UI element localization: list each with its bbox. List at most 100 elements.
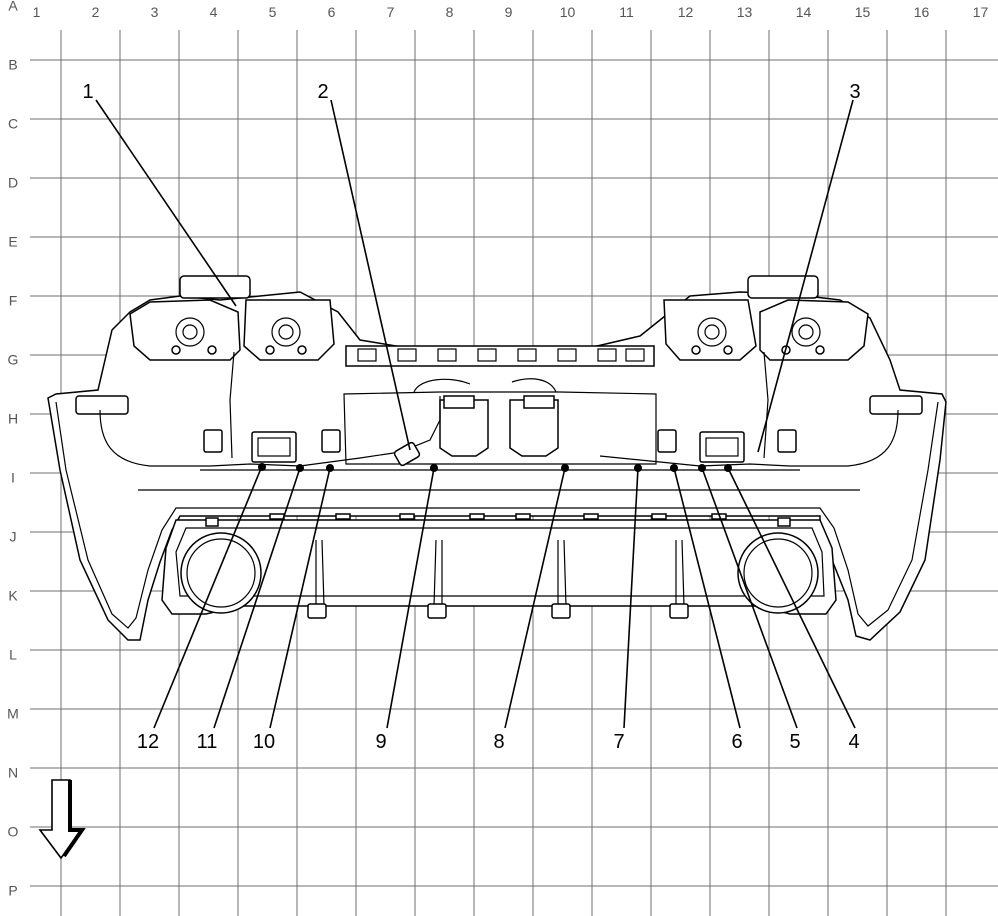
column-header-12: 12	[678, 4, 694, 20]
row-header-K: K	[8, 588, 18, 604]
leader-4	[727, 467, 856, 729]
leader-5	[701, 467, 798, 729]
right-lamp-housing-inner	[663, 299, 757, 361]
column-header-14: 14	[796, 4, 812, 20]
right-bracket-small	[657, 429, 677, 453]
row-header-P: P	[8, 883, 17, 899]
right-bracket-small-2	[777, 429, 797, 453]
row-header-I: I	[11, 470, 15, 486]
left-lamp-housing-inner	[243, 299, 335, 361]
fastener-dot	[634, 464, 642, 472]
lower-diffuser	[161, 519, 837, 615]
column-header-7: 7	[387, 4, 395, 20]
callout-label-8: 8	[493, 731, 504, 753]
leader-9	[386, 467, 435, 729]
diffuser-fin	[433, 539, 443, 607]
diffuser-inner	[175, 527, 825, 597]
left-lamp-socket-2	[271, 317, 301, 347]
leader-1	[95, 99, 237, 307]
center-bracket-left	[439, 399, 489, 457]
column-header-17: 17	[973, 4, 989, 20]
row-header-G: G	[8, 352, 19, 368]
row-header-A: A	[8, 0, 18, 14]
column-header-16: 16	[914, 4, 930, 20]
harness-lead-right	[763, 351, 769, 459]
fastener-dot	[258, 463, 266, 471]
left-lamp-top-bracket	[179, 275, 251, 299]
callout-label-9: 9	[375, 731, 386, 753]
harness-main-right	[599, 409, 899, 467]
leader-12	[153, 465, 263, 729]
row-header-D: D	[8, 175, 18, 191]
leader-8	[504, 467, 566, 729]
left-side-bracket	[75, 395, 129, 415]
fascia-inner-line	[55, 401, 939, 629]
right-lamp-socket-2-inner	[798, 324, 814, 340]
row-header-H: H	[8, 411, 18, 427]
retainer-clips	[357, 348, 645, 362]
row-header-M: M	[7, 706, 19, 722]
leader-2	[330, 99, 411, 451]
right-lamp-socket-2	[791, 317, 821, 347]
column-header-5: 5	[269, 4, 277, 20]
column-header-2: 2	[92, 4, 100, 20]
top-retainer-strip	[345, 345, 655, 367]
row-header-J: J	[10, 529, 17, 545]
callout-label-6: 6	[731, 731, 742, 753]
column-header-8: 8	[446, 4, 454, 20]
mount-tab	[427, 603, 447, 619]
right-module-detail	[705, 437, 739, 457]
diffuser-fin	[557, 539, 567, 607]
leader-11	[213, 467, 301, 729]
left-exhaust-inner	[186, 538, 256, 608]
row-header-C: C	[8, 116, 18, 132]
fascia-outline	[47, 291, 947, 641]
column-header-1: 1	[33, 4, 41, 20]
callout-label-11: 11	[197, 731, 218, 753]
right-lamp-socket-inner	[704, 324, 720, 340]
leader-7	[623, 467, 639, 729]
column-header-15: 15	[855, 4, 871, 20]
row-header-L: L	[9, 647, 17, 663]
lamp-fasteners	[171, 345, 825, 355]
callout-label-7: 7	[613, 731, 624, 753]
callout-label-10: 10	[253, 731, 275, 753]
left-module	[251, 431, 297, 463]
rear-bumper-fascia	[47, 275, 947, 641]
harness-main	[99, 396, 441, 467]
leader-10	[269, 467, 331, 729]
leader-6	[673, 467, 741, 729]
column-header-11: 11	[619, 4, 634, 20]
right-exhaust-opening	[737, 532, 819, 614]
fastener-dot	[670, 464, 678, 472]
column-header-3: 3	[151, 4, 159, 20]
column-header-6: 6	[328, 4, 336, 20]
callout-label-2: 2	[317, 81, 328, 103]
center-bracket-top-left	[443, 395, 475, 409]
column-header-13: 13	[737, 4, 753, 20]
left-module-detail	[257, 437, 291, 457]
callout-labels: 1 2 3 12 11 10 9 8 7 6 5 4	[82, 81, 860, 753]
column-header-9: 9	[505, 4, 513, 20]
fastener-dot	[561, 464, 569, 472]
mount-tab	[551, 603, 571, 619]
center-bracket-top-right	[523, 395, 555, 409]
left-lamp-socket	[175, 317, 205, 347]
row-header-B: B	[8, 57, 17, 73]
callout-leaders	[95, 99, 856, 729]
leader-3	[757, 99, 854, 453]
callout-label-5: 5	[789, 731, 800, 753]
left-bracket-small	[203, 429, 223, 453]
center-upper-panel	[343, 391, 657, 465]
fastener-dot	[724, 464, 732, 472]
right-lamp-housing-outer	[759, 299, 869, 361]
column-header-4: 4	[210, 4, 218, 20]
arrow-down-icon	[38, 779, 86, 860]
left-lamp-socket-inner	[182, 324, 198, 340]
mount-tab	[307, 603, 327, 619]
column-header-10: 10	[560, 4, 576, 20]
callout-label-1: 1	[82, 81, 93, 103]
